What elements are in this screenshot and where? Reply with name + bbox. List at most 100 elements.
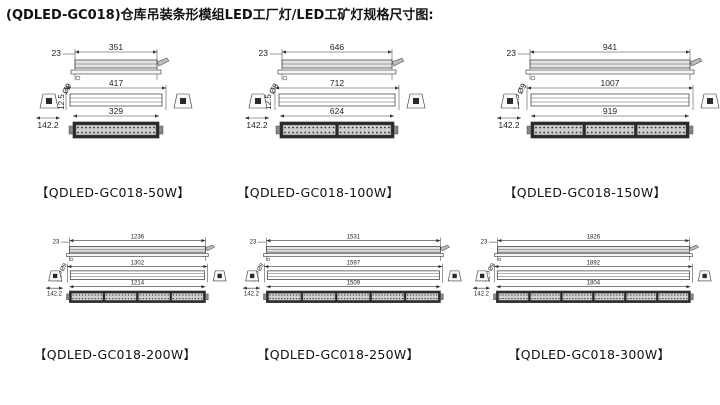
led-chip — [433, 294, 435, 296]
top-dimension-arrow-left — [282, 50, 286, 54]
led-chip — [543, 131, 546, 134]
led-chip — [84, 297, 87, 300]
hole-icon — [69, 257, 74, 262]
led-chip — [616, 294, 618, 296]
led-chip — [633, 294, 635, 296]
led-chip — [615, 131, 617, 134]
top-length-label: 646 — [330, 42, 344, 52]
led-chip — [333, 294, 335, 296]
led-chip — [117, 126, 119, 129]
led-module-5 — [626, 293, 657, 301]
led-module-3 — [138, 293, 170, 301]
led-chip — [72, 294, 74, 296]
top-dimension-arrow-left — [266, 239, 271, 243]
led-chip — [343, 126, 346, 129]
led-chip — [378, 294, 380, 296]
bottom-length-label: 1214 — [131, 281, 145, 287]
led-chip — [619, 297, 621, 300]
led-chip — [654, 294, 656, 296]
depth-dimension-arrow-right — [56, 116, 60, 120]
top-dimension-arrow-right — [388, 50, 392, 54]
led-chip — [321, 294, 323, 296]
led-chip — [328, 131, 331, 134]
led-chip — [619, 294, 621, 296]
led-chip — [543, 294, 545, 296]
led-chip — [651, 297, 653, 300]
led-chip — [598, 126, 601, 129]
led-chip — [563, 131, 566, 134]
led-chip — [586, 126, 589, 129]
led-chip — [191, 297, 193, 300]
led-chip — [125, 131, 127, 134]
bottom-dimension-arrow-right — [436, 285, 441, 289]
top-view-rail — [525, 69, 695, 75]
led-chip — [328, 126, 331, 129]
end-cap-right — [205, 293, 209, 300]
led-chip — [148, 294, 151, 296]
led-chip — [124, 294, 127, 296]
led-chip — [295, 297, 298, 300]
led-chip — [622, 297, 624, 300]
led-chip — [662, 126, 665, 129]
led-chip — [308, 126, 311, 129]
led-chip — [78, 294, 81, 296]
led-chip — [539, 126, 541, 129]
led-chip — [543, 126, 546, 129]
mid-dimension-arrow-right — [395, 86, 399, 90]
led-chip — [390, 294, 392, 296]
bottom-dimension-arrow-left — [531, 114, 535, 118]
led-chip — [639, 294, 641, 296]
led-chip — [665, 297, 667, 300]
top-dimension-arrow-right — [685, 239, 690, 243]
hole-icon — [282, 75, 288, 81]
led-chip — [558, 294, 560, 296]
led-chip — [559, 126, 562, 129]
depth-label: 142.2 — [244, 291, 260, 297]
led-chip — [540, 294, 542, 296]
led-chip — [623, 126, 626, 129]
led-chip — [367, 131, 370, 134]
led-chip — [367, 294, 369, 296]
led-chip — [395, 294, 398, 296]
led-chip — [683, 126, 685, 129]
led-chip — [395, 297, 398, 300]
led-chip — [563, 126, 566, 129]
led-chip — [324, 297, 326, 300]
hole-icon — [530, 75, 536, 81]
led-module-1 — [71, 293, 104, 301]
led-chip — [320, 126, 323, 129]
led-chip — [616, 297, 618, 300]
led-chip — [93, 131, 95, 134]
led-chip — [566, 294, 568, 296]
mid-dimension-arrow-right — [162, 86, 166, 90]
led-chip — [361, 297, 363, 300]
led-chip — [514, 294, 516, 296]
end-cap-left — [68, 125, 74, 135]
led-chip — [286, 297, 289, 300]
led-chip — [607, 131, 609, 134]
led-chip — [312, 294, 314, 296]
mid-length-label: 1892 — [587, 261, 601, 267]
mid-length-label: 417 — [109, 78, 123, 88]
hanging-bracket — [440, 244, 451, 252]
led-chip — [674, 294, 676, 296]
led-chip — [94, 294, 96, 296]
led-chip — [552, 294, 554, 296]
top-dimension-arrow-right — [686, 50, 690, 54]
led-chip — [338, 297, 340, 300]
led-chip — [298, 294, 300, 296]
bottom-dimension-arrow-right — [201, 285, 206, 289]
led-chip — [517, 297, 519, 300]
led-chip — [645, 297, 647, 300]
led-chip — [677, 297, 679, 300]
bracket-offset-label: 23 — [507, 48, 517, 58]
led-chip — [275, 294, 277, 296]
led-chip — [680, 297, 682, 300]
led-chip — [308, 131, 311, 134]
depth-label: 142.2 — [37, 120, 59, 130]
led-chip — [680, 294, 682, 296]
led-chip — [610, 294, 612, 296]
led-chip — [575, 126, 578, 129]
led-chip — [674, 131, 677, 134]
